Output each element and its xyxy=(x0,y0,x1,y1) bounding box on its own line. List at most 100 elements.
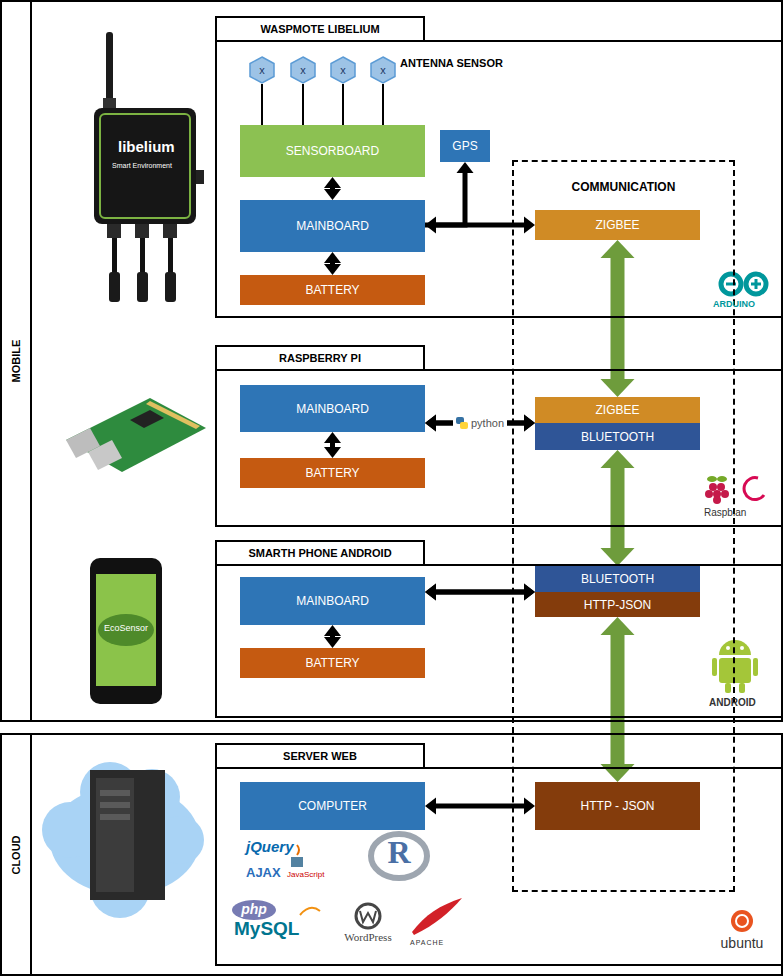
logo-text: jQuery xyxy=(246,838,294,855)
connector xyxy=(425,584,535,601)
cable-plug xyxy=(137,272,148,302)
robot-eye xyxy=(740,646,744,650)
brand-text: Smart Environment xyxy=(112,162,172,170)
component-label: BATTERY xyxy=(305,283,359,297)
connector-line xyxy=(261,84,263,125)
connector-line xyxy=(330,634,335,639)
panel-title-box: SERVER WEB xyxy=(215,743,425,769)
region-title: COMMUNICATION xyxy=(514,180,733,194)
logo-text: AJAX xyxy=(246,866,281,881)
phone-body xyxy=(90,558,162,704)
sensor-mark: x xyxy=(380,64,386,76)
robot-leg xyxy=(725,683,731,693)
java-cup xyxy=(291,857,303,867)
component-box: MAINBOARD xyxy=(240,385,425,432)
connector xyxy=(425,415,535,432)
hexagon-shape xyxy=(250,57,274,83)
device-panel: SERVER WEBCOMPUTERHTTP - JSON xyxy=(215,743,783,966)
hexagon-shape xyxy=(371,57,395,83)
connector-line xyxy=(302,84,304,125)
logo-text: APACHE xyxy=(410,939,444,947)
logo-text: ARDUINO xyxy=(713,299,755,309)
component-label: BATTERY xyxy=(305,466,359,480)
debian-swirl xyxy=(744,478,764,500)
cable xyxy=(112,238,117,274)
logo-loop xyxy=(746,274,766,294)
component-label: MAINBOARD xyxy=(296,594,369,608)
connector-line xyxy=(611,631,625,767)
logo-text: WordPress xyxy=(344,931,391,944)
component-box: ZIGBEE xyxy=(535,397,700,423)
berry xyxy=(717,483,725,491)
robot-arm xyxy=(753,658,758,676)
part-label: ANTENNA SENSOR xyxy=(400,57,503,70)
phone-screen xyxy=(96,574,156,686)
raspberry-board xyxy=(66,398,206,472)
connector-line xyxy=(611,254,625,382)
berry xyxy=(721,490,729,498)
device-trim xyxy=(100,114,190,218)
communication-region: COMMUNICATION xyxy=(512,160,735,892)
robot-arm xyxy=(712,658,717,676)
device-panel: SMARTH PHONE ANDROIDMAINBOARDBLUETOOTHHT… xyxy=(215,540,783,718)
connector xyxy=(324,177,341,200)
logo-text: ubuntu xyxy=(721,935,764,951)
wordpress-badge xyxy=(356,904,380,928)
robot-body xyxy=(719,658,751,683)
connector xyxy=(324,432,341,458)
drive-bay xyxy=(100,790,130,796)
phone xyxy=(90,558,162,704)
logo-text: R xyxy=(387,834,410,871)
band-label-column: MOBILE xyxy=(2,2,32,720)
component-box: ZIGBEE xyxy=(535,210,700,240)
device-panel: RASPBERRY PI MAINBOARD ZIGBEE BLUETOOTH BATT… xyxy=(215,345,783,527)
sensor-hexagon: x xyxy=(249,56,275,84)
component-box: SENSORBOARD xyxy=(240,125,425,177)
connector xyxy=(303,84,304,125)
component-box: BATTERY xyxy=(240,648,425,678)
component-box: GPS xyxy=(440,130,490,162)
layer-band: MOBILEWASPMOTE LIBELIUMxxxxSENSORBOARDGP… xyxy=(0,0,783,722)
sensor-mark: x xyxy=(300,64,306,76)
robot-eye xyxy=(726,646,730,650)
app-badge xyxy=(98,614,154,646)
band-label: CLOUD xyxy=(10,835,22,874)
logo-text: ANDROID xyxy=(709,697,756,709)
component-label: BLUETOOTH xyxy=(581,430,654,444)
component-label: ZIGBEE xyxy=(595,218,639,232)
connector-line xyxy=(330,186,335,191)
leaf xyxy=(707,476,717,482)
cable xyxy=(168,238,173,274)
hexagon-shape xyxy=(331,57,355,83)
connector xyxy=(425,798,535,815)
ubuntu-ring xyxy=(736,915,748,927)
component-box: HTTP-JSON xyxy=(535,592,700,617)
component-box: MAINBOARD xyxy=(240,577,425,625)
waspmote-device xyxy=(94,32,204,302)
edge-label-text: python xyxy=(471,417,504,429)
component-box: BATTERY xyxy=(240,275,425,305)
connector xyxy=(343,84,344,125)
connector xyxy=(425,584,535,601)
brand-text: libelium xyxy=(118,138,175,155)
connector-line xyxy=(330,261,335,266)
device-housing xyxy=(94,108,196,224)
cloud-server xyxy=(42,762,204,918)
connector xyxy=(324,625,341,648)
leaf xyxy=(717,476,727,482)
mysql-dolphin xyxy=(300,908,320,915)
panel-title-box: RASPBERRY PI xyxy=(215,345,425,371)
r-ring xyxy=(371,834,427,878)
component-label: GPS xyxy=(452,139,477,153)
component-box: BATTERY xyxy=(240,458,425,488)
connector-line xyxy=(342,84,344,125)
app-name: EcoSensor xyxy=(104,623,148,633)
android-logo xyxy=(712,640,758,693)
python-icon xyxy=(456,417,468,429)
component-label: COMPUTER xyxy=(298,799,367,813)
hexagon-shape xyxy=(291,57,315,83)
gpio-header xyxy=(146,401,200,429)
robot-leg xyxy=(739,683,745,693)
sensor-hexagon: x xyxy=(330,56,356,84)
server-front xyxy=(96,778,134,892)
